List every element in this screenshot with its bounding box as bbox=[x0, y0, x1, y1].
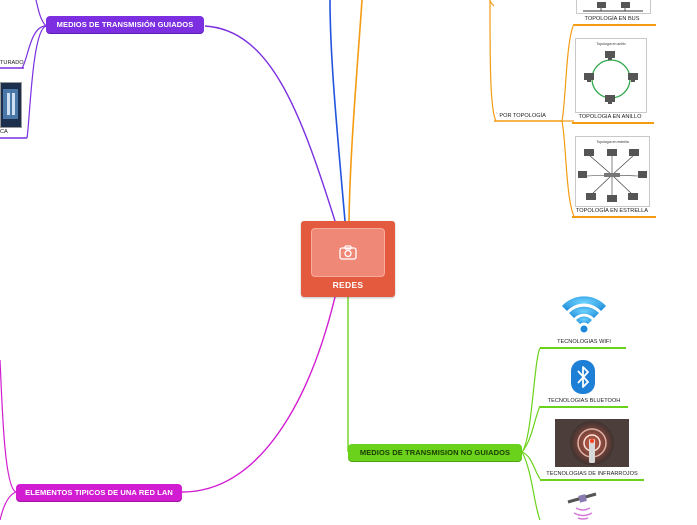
estrella-caption: Topología en estrella bbox=[596, 140, 629, 144]
subtopic-bluetooth[interactable]: TECNOLOGIAS BLUETOOH bbox=[542, 398, 626, 404]
satellite-icon bbox=[562, 490, 604, 520]
topic-medios-no-guiados-label: MEDIOS DE TRANSMISION NO GUIADOS bbox=[359, 448, 511, 457]
connector-blue bbox=[329, 0, 346, 222]
camera-icon bbox=[339, 245, 357, 260]
subtopic-topologia-bus[interactable]: TOPOLOGÍA EN BUS bbox=[574, 16, 650, 22]
connector-guiados-left2 bbox=[26, 25, 47, 139]
topologia-anillo-image: Topología en anillo bbox=[575, 38, 647, 113]
underline-bluetooth bbox=[540, 406, 628, 408]
bluetooth-icon bbox=[571, 360, 595, 394]
topic-medios-no-guiados[interactable]: MEDIOS DE TRANSMISION NO GUIADOS bbox=[348, 444, 522, 461]
subtopic-bluetooth-label: TECNOLOGIAS BLUETOOH bbox=[547, 398, 621, 404]
subtopic-topologia-anillo[interactable]: TOPOLOGIA EN ANILLO bbox=[572, 114, 648, 120]
connector-guiados bbox=[204, 25, 336, 222]
underline-wifi bbox=[540, 347, 626, 349]
fibra-image bbox=[0, 82, 22, 128]
central-topic-redes[interactable]: REDES bbox=[301, 221, 395, 297]
underline-infrarrojos bbox=[540, 479, 644, 481]
subtopic-wifi[interactable]: TECNOLOGIAS WIFI bbox=[545, 339, 623, 345]
anillo-caption: Topología en anillo bbox=[596, 42, 626, 46]
underline-bus bbox=[574, 24, 656, 26]
connector-elementos bbox=[181, 296, 336, 493]
topic-medios-guiados[interactable]: MEDIOS DE TRANSMISIÓN GUIADOS bbox=[46, 16, 204, 33]
image-placeholder[interactable] bbox=[311, 228, 385, 277]
connector-topologia bbox=[489, 0, 497, 122]
topic-medios-guiados-label: MEDIOS DE TRANSMISIÓN GUIADOS bbox=[56, 20, 194, 29]
underline-anillo bbox=[572, 122, 654, 124]
connector-elementos-left bbox=[0, 359, 17, 493]
connector-guiados-left bbox=[21, 25, 47, 69]
connector-guiados-top bbox=[35, 0, 47, 27]
central-topic-title: REDES bbox=[332, 280, 364, 290]
subtopic-fibra[interactable]: CA bbox=[0, 129, 8, 135]
subtopic-infrarrojos[interactable]: TECNOLOGIAS DE INFRARROJOS bbox=[542, 471, 642, 477]
subtopic-topologia-estrella[interactable]: TOPOLOGÍA EN ESTRELLA bbox=[573, 208, 651, 214]
subtopic-infrarrojos-label: TECNOLOGIAS DE INFRARROJOS bbox=[546, 471, 638, 477]
wifi-icon bbox=[550, 288, 618, 336]
subtopic-wifi-label: TECNOLOGIAS WIFI bbox=[557, 339, 611, 345]
topologia-estrella-image: Topología en estrella bbox=[575, 136, 650, 207]
topic-elementos-lan[interactable]: ELEMENTOS TIPICOS DE UNA RED LAN bbox=[16, 484, 182, 501]
underline-estrella bbox=[572, 216, 656, 218]
subtopic-fibra-label: CA bbox=[0, 129, 8, 135]
topic-por-topologia-label: ` POR TOPOLOGÍA bbox=[496, 113, 546, 119]
subtopic-topologia-estrella-label: TOPOLOGÍA EN ESTRELLA bbox=[575, 208, 649, 214]
subtopic-topologia-bus-label: TOPOLOGÍA EN BUS bbox=[584, 16, 640, 22]
topologia-bus-image bbox=[576, 0, 651, 14]
infrared-icon bbox=[555, 419, 629, 467]
subtopic-trenzado[interactable]: TURADO bbox=[0, 60, 24, 66]
topic-por-topologia[interactable]: ` POR TOPOLOGÍA bbox=[496, 113, 546, 119]
subtopic-topologia-anillo-label: TOPOLOGIA EN ANILLO bbox=[578, 114, 642, 120]
connector-orange-main bbox=[348, 0, 363, 222]
subtopic-trenzado-label: TURADO bbox=[0, 60, 24, 66]
topic-elementos-lan-label: ELEMENTOS TIPICOS DE UNA RED LAN bbox=[25, 488, 173, 497]
